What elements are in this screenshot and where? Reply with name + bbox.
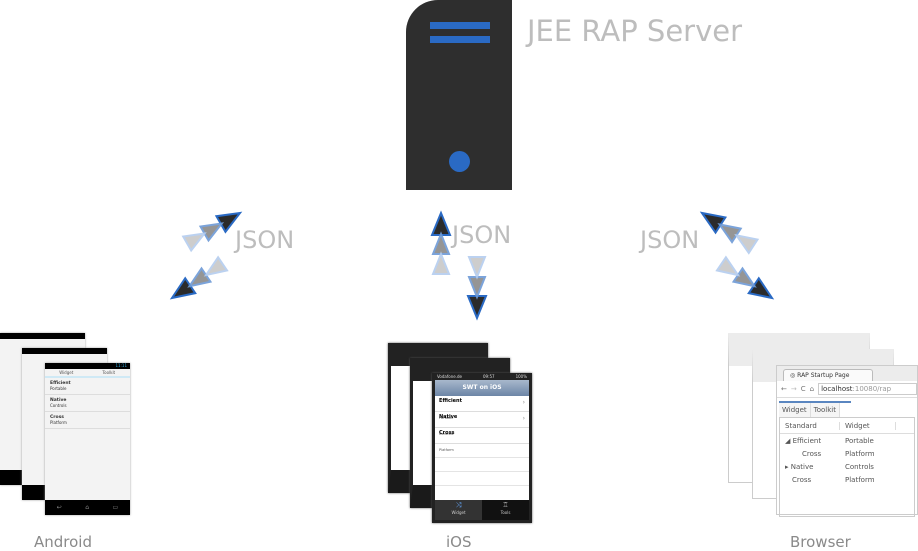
item-sub: Controls xyxy=(439,432,454,436)
cell: Cross xyxy=(802,449,822,458)
item-sub: Controls xyxy=(50,403,67,408)
json-label-ios: JSON xyxy=(452,221,512,249)
browser-tab[interactable]: ◎ RAP Startup Page xyxy=(783,369,873,381)
chevron-right-icon: › xyxy=(522,399,525,406)
chevron-right-icon: › xyxy=(522,415,525,422)
carrier: Vodafone.de xyxy=(437,374,462,379)
arrow-down-left-icon xyxy=(165,255,229,307)
table-row[interactable]: ▸ Native Controls xyxy=(780,460,914,473)
divider xyxy=(435,472,529,486)
arrow-up-left-icon xyxy=(696,204,760,255)
tab-label: Tools xyxy=(500,510,511,515)
address-bar[interactable]: localhost:10080/rap xyxy=(818,383,917,395)
item-title: Native xyxy=(439,414,458,420)
item-sub: Portable xyxy=(50,386,67,391)
tab-widget[interactable]: Widget xyxy=(779,403,811,417)
cell: Platform xyxy=(845,449,875,458)
home-icon[interactable]: ⌂ xyxy=(809,385,815,393)
nav-bar: ↩ ⌂ ▭ xyxy=(45,500,130,515)
status-bar: Vodafone.de 09:57 100% xyxy=(435,373,529,380)
tab-tools[interactable]: ♖Tools xyxy=(482,500,529,520)
tools-icon: ♖ xyxy=(502,501,509,509)
caption-android: Android xyxy=(34,533,92,551)
item-title: Efficient xyxy=(50,381,71,386)
browser-window: ◎ RAP Startup Page ←→C⌂ localhost:10080/… xyxy=(776,365,918,517)
tab-widget[interactable]: Widget xyxy=(59,370,74,375)
json-label-android: JSON xyxy=(235,226,295,254)
cell: Native xyxy=(790,462,814,471)
toolbar: ←→C⌂ localhost:10080/rap xyxy=(777,381,917,398)
tab-bar: ⤨Widget ♖Tools xyxy=(435,500,529,520)
tab-toolkit[interactable]: Toolkit xyxy=(102,370,116,375)
server-title: JEE RAP Server xyxy=(527,14,743,48)
cell: Portable xyxy=(845,436,874,445)
globe-icon: ◎ xyxy=(790,372,798,379)
item-title: Efficient xyxy=(439,398,463,404)
item-sub: Platform xyxy=(439,448,454,452)
divider xyxy=(435,458,529,472)
forward-icon[interactable]: → xyxy=(790,385,797,393)
json-label-browser: JSON xyxy=(640,226,700,254)
tab-toolkit[interactable]: Toolkit xyxy=(810,403,840,417)
arrow-down-icon xyxy=(467,256,487,319)
table-row[interactable]: Cross Platform xyxy=(780,447,914,460)
back-icon[interactable]: ↩ xyxy=(56,504,62,511)
cell: Platform xyxy=(845,475,875,484)
home-icon[interactable]: ⌂ xyxy=(85,504,90,511)
caption-ios: iOS xyxy=(446,533,472,551)
cell: Controls xyxy=(845,462,874,471)
caption-browser: Browser xyxy=(790,533,851,551)
tab-title: RAP Startup Page xyxy=(797,372,850,379)
browser-tab-strip: ◎ RAP Startup Page xyxy=(777,366,917,381)
server-icon xyxy=(406,0,512,190)
url-host: localhost xyxy=(821,385,853,393)
divider xyxy=(435,444,529,458)
tab-bar: Widget Toolkit xyxy=(45,369,130,378)
server-slot-bar xyxy=(430,36,490,43)
arrow-down-right-icon xyxy=(715,255,779,307)
time: 09:57 xyxy=(483,374,495,379)
item-title: Cross xyxy=(439,430,455,436)
ios-screen: Vodafone.de 09:57 100% SWT on iOS Efficien… xyxy=(432,373,532,523)
shuffle-icon: ⤨ xyxy=(455,501,462,509)
item-title: Native xyxy=(50,398,67,403)
expand-icon[interactable]: ◢ xyxy=(785,436,793,445)
cell: Cross xyxy=(792,475,812,484)
tab-widget[interactable]: ⤨Widget xyxy=(435,500,482,520)
arrow-up-icon xyxy=(431,212,451,275)
item-sub: Platform xyxy=(50,420,67,425)
tab-label: Widget xyxy=(451,510,466,515)
battery: 100% xyxy=(515,374,527,379)
table-row[interactable]: Cross Platform xyxy=(780,473,914,486)
cell: Efficient xyxy=(792,436,822,445)
status-bar: 11:11 xyxy=(45,363,130,369)
nav-title: SWT on iOS xyxy=(435,380,529,396)
server-power-led xyxy=(449,151,470,172)
reload-icon[interactable]: C xyxy=(800,385,806,393)
item-sub: Portable xyxy=(439,416,454,420)
collapse-icon[interactable]: ▸ xyxy=(785,462,791,471)
item-title: Cross xyxy=(50,415,64,420)
server-slot-bar xyxy=(430,22,490,29)
column-header[interactable]: Widget xyxy=(840,421,896,430)
back-icon[interactable]: ← xyxy=(781,385,787,393)
column-header[interactable]: Standard xyxy=(780,421,840,430)
url-rest: :10080/rap xyxy=(852,385,892,393)
recent-apps-icon[interactable]: ▭ xyxy=(112,504,119,511)
table-row[interactable]: ◢ Efficient Portable xyxy=(780,434,914,447)
